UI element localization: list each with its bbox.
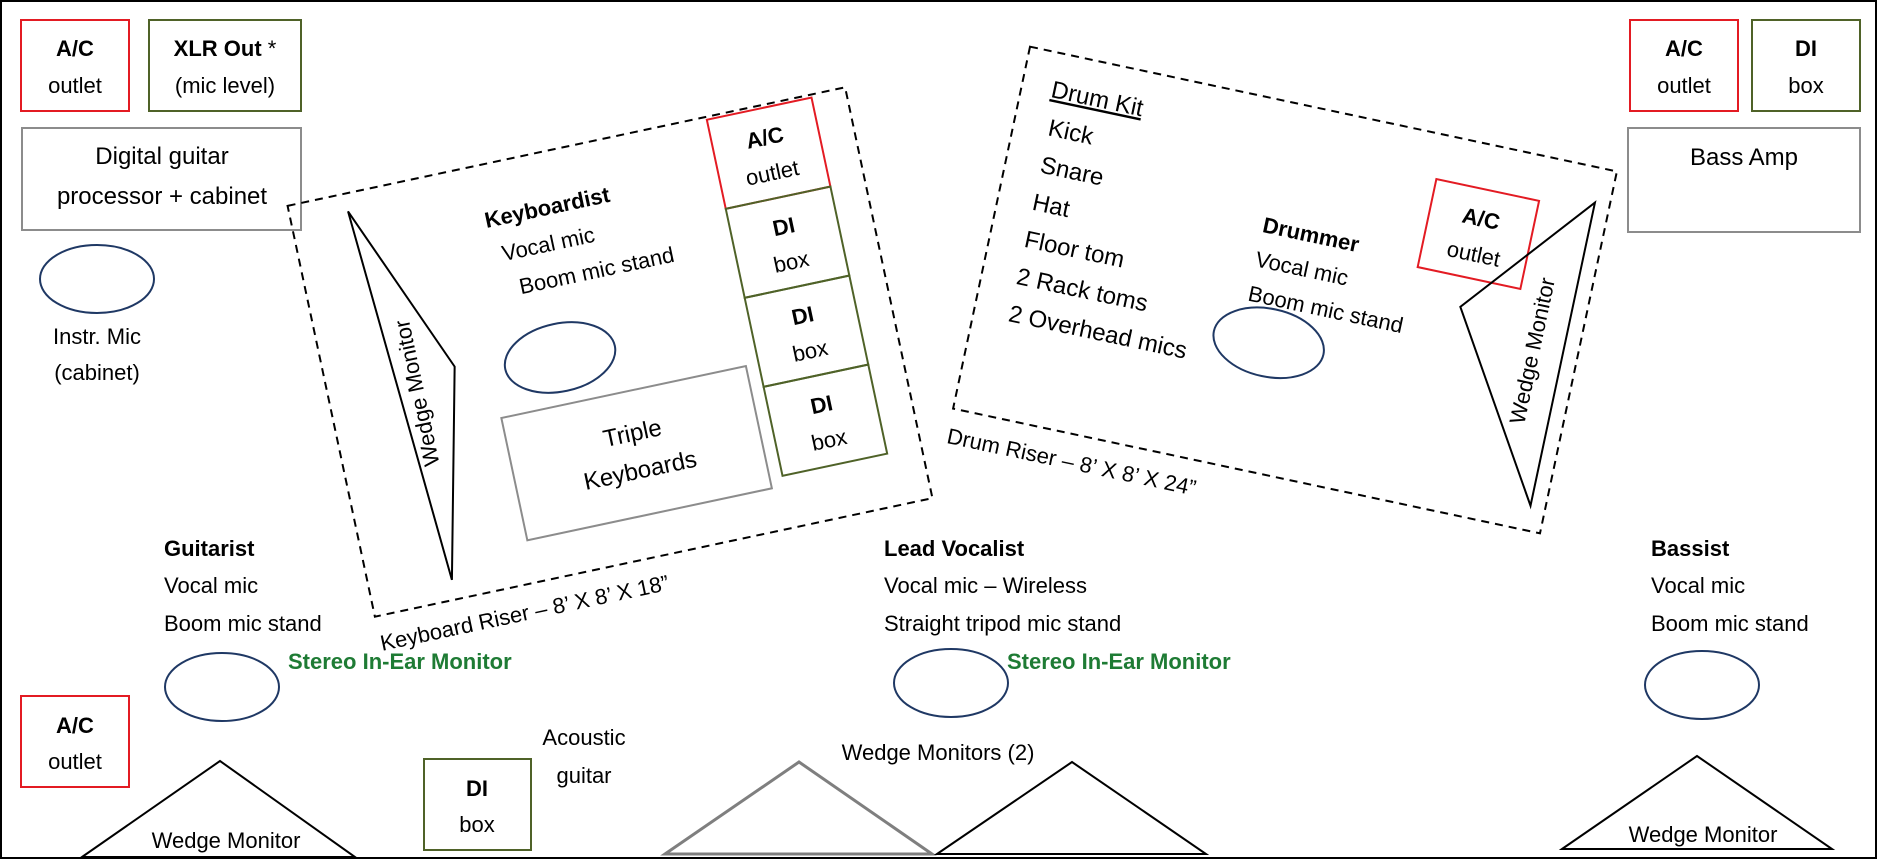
lead-vocalist-label: Lead Vocalist [884,536,1025,561]
xlr-out-label: XLR Out * [174,36,277,61]
drummer-vocal-mic-marker [1212,306,1325,379]
lead-wedge-monitor-right [933,760,1210,855]
lead-vocalist-iem-label: Stereo In-Ear Monitor [1007,649,1231,674]
lead-vocalist-vocal-mic: Vocal mic – Wireless [884,573,1087,598]
ac-outlet-top-right: A/C outlet [1629,19,1739,112]
svg-text:DI: DI [808,390,835,419]
bass-amp: Bass Amp [1627,127,1861,233]
wedge-monitors-2-label: Wedge Monitors (2) [842,740,1035,765]
guitarist-vocal-mic: Vocal mic [164,573,258,598]
ac-label: A/C [56,36,94,61]
bassist-vocal-mic-marker [1644,650,1760,720]
guitarist-boom-stand: Boom mic stand [164,611,322,636]
lead-vocalist-position: Lead Vocalist Vocal mic – Wireless Strai… [884,536,1231,718]
lead-vocalist-stand: Straight tripod mic stand [884,611,1121,636]
bassist-position: Bassist Vocal mic Boom mic stand [1644,536,1809,720]
keyboardist-wedge-monitor [347,210,456,581]
acoustic-guitar-sublabel: guitar [556,763,611,788]
acoustic-guitar-label: Acoustic [542,725,625,750]
lead-wedge-monitor-left [660,760,937,856]
svg-text:A/C: A/C [56,713,94,738]
svg-text:outlet: outlet [48,749,102,774]
guitarist-iem-label: Stereo In-Ear Monitor [288,649,512,674]
svg-text:Bass Amp: Bass Amp [1690,144,1798,171]
keyboard-di-box-2: DI box [743,274,870,389]
instr-mic-sublabel: (cabinet) [54,360,140,385]
guitarist-vocal-mic-marker [164,652,280,722]
svg-text:A/C: A/C [1665,36,1703,61]
instr-mic-label: Instr. Mic [53,324,141,349]
guitarist-label: Guitarist [164,536,255,561]
svg-text:box: box [1788,73,1823,98]
ac-outlet-bottom-left: A/C outlet [20,695,130,788]
svg-text:DI: DI [789,301,816,330]
ac-outlet-top-left: A/C outlet [20,19,130,112]
bassist-wedge-monitor-label: Wedge Monitor [1629,822,1778,847]
svg-text:DI: DI [466,776,488,801]
xlr-out-box: XLR Out * (mic level) [148,19,302,112]
di-box-top-right: DI box [1751,19,1861,112]
bassist-label: Bassist [1651,536,1730,561]
svg-text:box: box [459,812,494,837]
guitarist-wedge-monitor: Wedge Monitor [78,759,359,858]
lead-vocalist-mic-marker [893,648,1009,718]
processor-line2: processor + cabinet [57,183,267,210]
svg-text:DI: DI [1795,36,1817,61]
keyboardist-vocal-mic-marker [503,321,617,394]
svg-text:outlet: outlet [1657,73,1711,98]
bassist-vocal-mic: Vocal mic [1651,573,1745,598]
triple-keyboards [500,364,774,542]
mic-level-label: (mic level) [175,73,275,98]
bassist-wedge-monitor: Wedge Monitor [1558,754,1836,850]
processor-line1: Digital guitar [95,143,228,170]
acoustic-di-box: DI box [423,758,532,851]
bassist-boom-stand: Boom mic stand [1651,611,1809,636]
guitarist-wedge-monitor-label: Wedge Monitor [152,828,301,853]
drummer-wedge-monitor [1459,200,1597,510]
guitarist-position: Guitarist Vocal mic Boom mic stand Stere… [164,536,512,722]
guitar-processor-box: Digital guitar processor + cabinet [21,127,302,231]
svg-text:DI: DI [770,212,797,241]
outlet-label: outlet [48,73,102,98]
instrument-mic [39,244,155,314]
